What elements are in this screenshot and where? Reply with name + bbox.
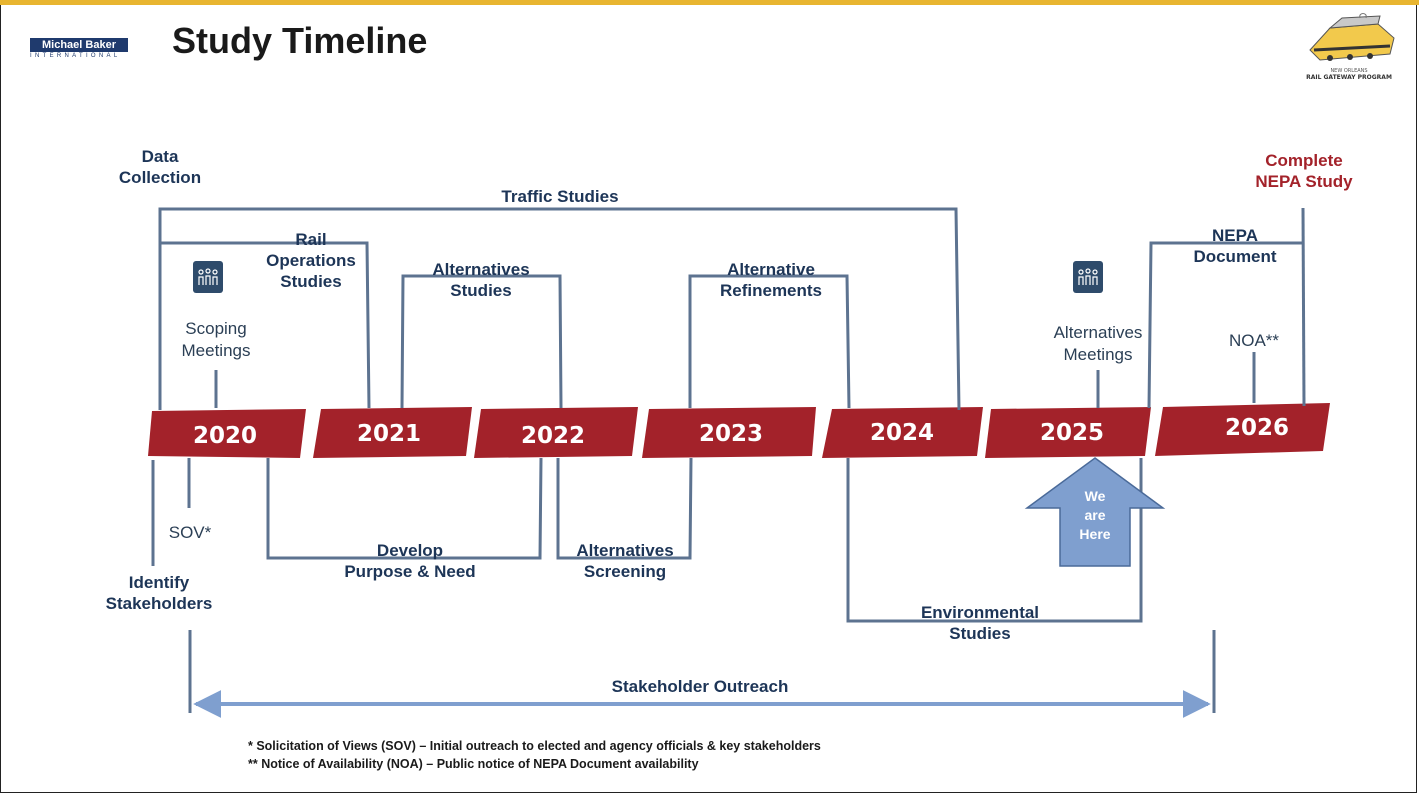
year-segment-2020 [148,409,306,458]
year-segment-2023 [642,407,816,458]
alternatives-studies-bracket [400,274,563,409]
top-accent-bar [0,0,1419,5]
company-logo: Michael Baker INTERNATIONAL [30,38,128,59]
complete-nepa-line [1301,207,1306,407]
year-label-2021: 2021 [356,421,421,447]
year-segment-2025 [985,407,1151,458]
stakeholder-outreach-label: Stakeholder Outreach [611,677,789,696]
nepa-document-bracket [1147,241,1302,409]
program-logo-text: RAIL GATEWAY PROGRAM [1306,74,1392,81]
year-label-2023: 2023 [698,421,763,447]
year-label-2024: 2024 [869,420,934,446]
year-segment-2026 [1155,403,1330,456]
environmental-studies-bracket [846,458,1143,623]
up-arrow-icon [1024,457,1166,567]
year-segment-2021 [313,407,472,458]
page-title: Study Timeline [172,20,428,61]
footnote-sov: * Solicitation of Views (SOV) – Initial … [248,739,821,753]
train-logo-icon [1309,13,1395,61]
alternative-refinements-bracket [688,274,851,409]
year-label-2020: 2020 [192,423,257,449]
svg-text:NEW ORLEANS: NEW ORLEANS [1330,68,1367,74]
year-band [148,403,1330,458]
traffic-studies-bracket [158,207,961,411]
rail-operations-bracket [160,241,371,409]
noa-label: NOA** [1228,331,1280,350]
year-segment-2024 [822,407,983,458]
sov-label: SOV* [168,523,212,542]
program-logo: NEW ORLEANS RAIL GATEWAY PROGRAM [1306,13,1395,81]
people-meeting-icon [193,261,223,293]
year-label-2025: 2025 [1039,420,1104,446]
year-segment-2022 [474,407,638,458]
company-logo-text: Michael Baker [30,38,128,52]
footnote-noa: ** Notice of Availability (NOA) – Public… [248,757,699,771]
purpose-need-bracket [266,457,543,560]
traffic-studies-label: Traffic Studies [501,187,619,206]
alternatives-screening-bracket [556,457,693,560]
year-label-2022: 2022 [520,423,585,449]
year-label-2026: 2026 [1224,415,1289,441]
people-meeting-icon [1073,261,1103,293]
company-logo-subtext: INTERNATIONAL [30,53,121,59]
